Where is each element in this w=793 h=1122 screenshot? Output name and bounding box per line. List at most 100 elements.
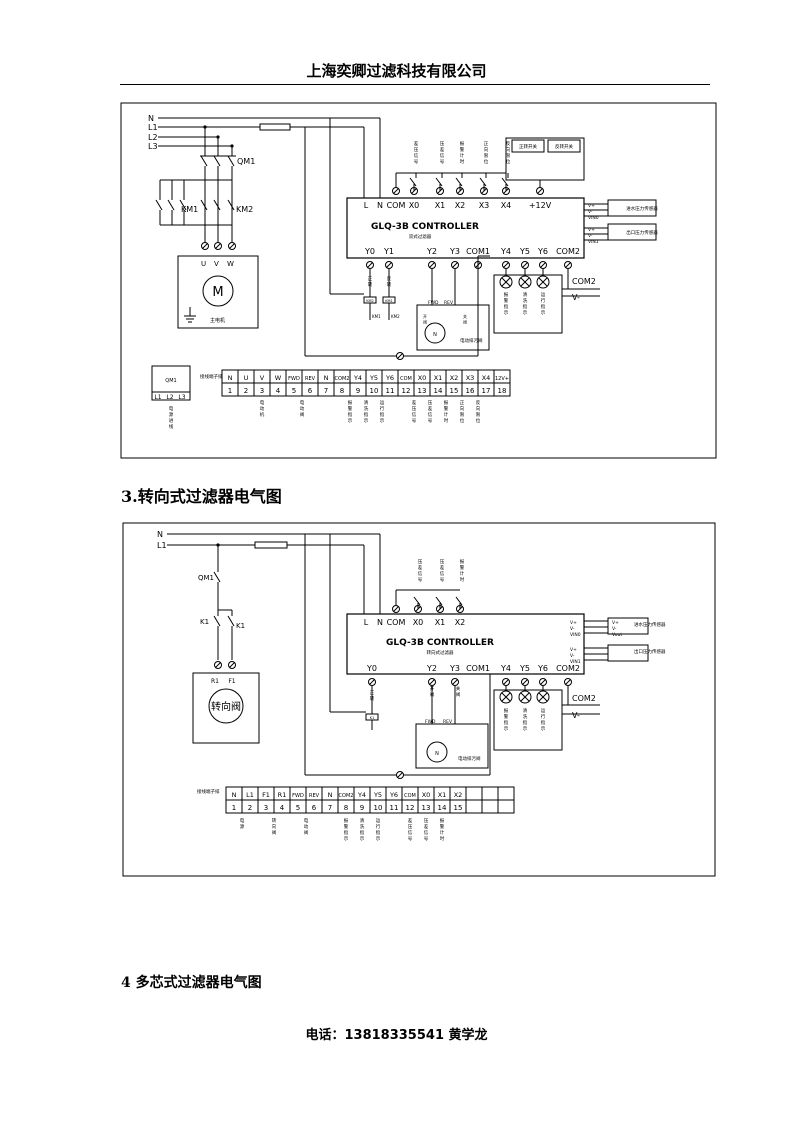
terminal-name-cell [481,786,499,801]
terminal-desc: 电动阀 [304,817,309,836]
terminal-number: 7 [328,804,332,812]
valve-caption: 电动排污阀 [458,755,481,762]
terminal-number: 11 [386,387,395,395]
input-label: X2 [455,618,466,627]
sensor-label: 出口压力传感器 [626,229,658,236]
terminal-desc: 报警计时 [444,399,449,424]
terminal-desc: 运行指示 [376,817,381,842]
sensor-pin: VIN0 [588,215,599,221]
km1-contact [179,199,187,211]
sensor-pin: V- [588,233,593,239]
terminal-name: R1 [278,791,287,799]
valve-pin: REV [443,719,453,725]
output-label: Y4 [500,664,511,673]
terminal-name: N [324,374,329,382]
k1-label: K1 [200,618,209,626]
sensor-label: 出口压力传感器 [634,648,666,655]
section4-title: 4 多芯式过滤器电气图 [121,975,262,991]
terminal-desc: 电动阀 [300,399,305,418]
terminal-name: Y6 [389,791,398,799]
supply-line-label: L1 [157,541,167,550]
valve-box [415,723,489,769]
sensor-pin: VIN1 [570,659,581,665]
terminal-slash [202,243,208,249]
terminal-number: 13 [422,804,431,812]
terminal-name: X0 [418,374,427,382]
terminal-number: 12 [402,387,411,395]
valve-caption: 电动排污阀 [460,337,483,344]
terminal-number: 9 [356,387,360,395]
terminal-slash [540,262,546,268]
terminal-slash [429,262,435,268]
qm1-label: QM1 [198,574,214,582]
terminal-name: X2 [450,374,459,382]
k1-contact [227,615,235,627]
sensor-box-in [607,199,657,217]
k1-label: K1 [236,622,245,630]
sensor-pin: V+ [612,620,619,626]
terminal-slash [367,262,373,268]
lamp-cross [501,277,511,287]
supply-line-label: L3 [148,142,158,151]
terminal-desc: 压差信号 [428,400,433,424]
switch-box-label: 正转开关 [519,143,537,150]
terminal-name: L1 [246,791,254,799]
km1-label: KM1 [181,205,198,214]
qm1-contact [227,155,235,167]
terminal-name: Y4 [353,374,362,382]
terminal-number: 8 [340,387,344,395]
input-switch [435,177,443,187]
input-desc: 压差信号 [440,141,445,165]
output-label: Y1 [383,247,394,256]
terminal-desc: 清洗指示 [364,399,369,424]
terminal-name: W [275,374,282,382]
input-switch [413,596,421,606]
output-label: COM2 [556,664,580,673]
terminal-name: N [228,374,233,382]
qm1-contact [200,155,208,167]
terminal-number: 11 [390,804,399,812]
terminal-slash [393,188,399,194]
terminal-desc: 转向阀 [272,817,277,836]
terminal-number: 14 [438,804,447,812]
terminal-desc: 正向限位 [460,400,465,424]
input-switch [479,177,487,187]
terminal-number: 16 [466,387,475,395]
terminal-slash [215,243,221,249]
sensor-pin: V+ [588,227,595,233]
terminal-slash [393,606,399,612]
sensor-pin: V+ [570,647,577,653]
qm1-terminal: L1 [154,394,161,401]
switch-box-rev [547,139,581,153]
terminal-slash [522,262,528,268]
terminal-desc: 清洗指示 [360,817,365,842]
terminal-number: 5 [296,804,300,812]
terminal-number: 15 [454,804,463,812]
terminal-number: 5 [292,387,296,395]
terminal-name: X3 [466,374,475,382]
terminal-number-cell [465,799,483,814]
terminal-slash [229,662,235,668]
input-label: N [377,618,383,627]
terminal-name: X2 [454,791,463,799]
terminal-strip-title: 接线端子排 [200,373,223,380]
output-label: Y2 [426,247,437,256]
terminal-number-cell [493,382,511,397]
motor-phase-label: V [214,260,219,268]
terminal-slash [503,679,509,685]
supply-line-label: N [157,530,163,539]
input-label: L [364,201,369,210]
terminal-slash [540,679,546,685]
sensor-pin: V- [588,209,593,215]
motor-letter: M [212,285,223,300]
terminal-name: F1 [262,791,270,799]
terminal-number: 10 [370,387,379,395]
terminal-number-cell [497,799,515,814]
controller-name: GLQ-3B CONTROLLER [386,638,494,648]
input-switch [501,177,509,187]
input-label: X3 [479,201,490,210]
sensor-box-out [607,223,657,241]
sensor-pin: V+ [588,203,595,209]
terminal-name-cell [497,786,515,801]
controller-name: GLQ-3B CONTROLLER [371,222,479,232]
